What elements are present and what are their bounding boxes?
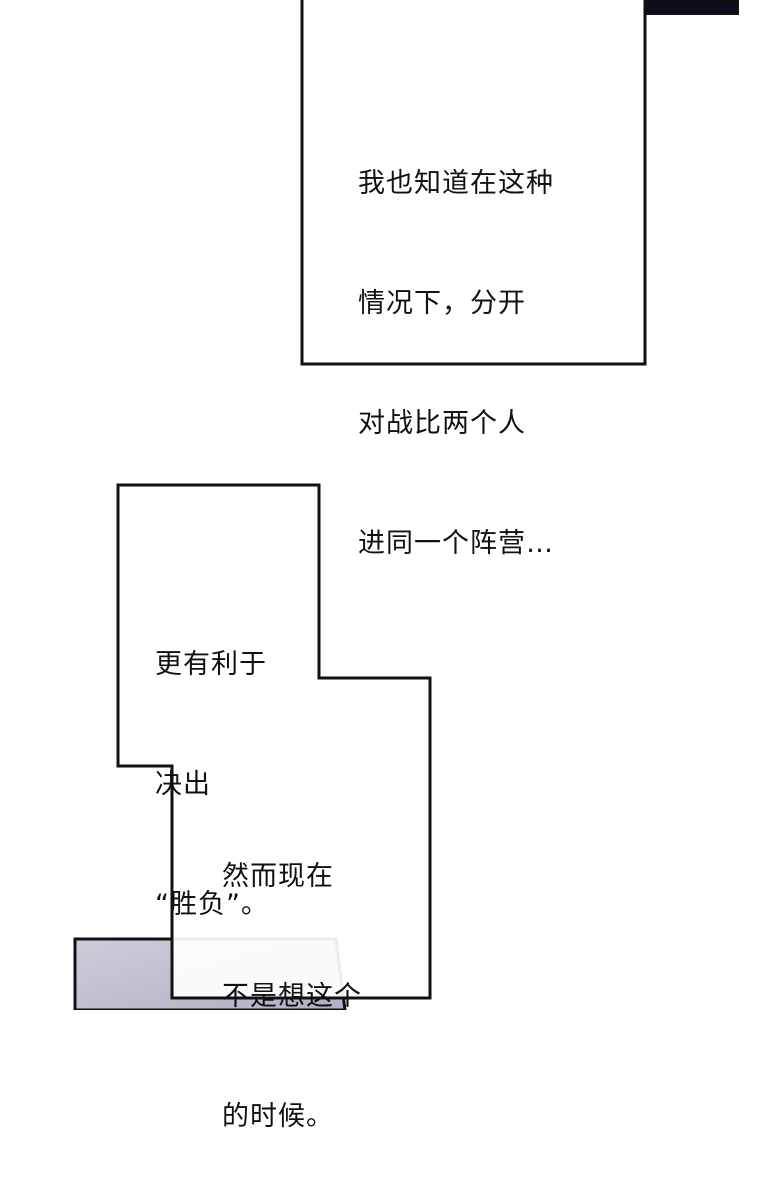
text-line: 进同一个阵营…	[358, 528, 554, 559]
speech-text-1: 我也知道在这种 情况下，分开 对战比两个人 进同一个阵营…	[358, 84, 554, 604]
panel-art-layer	[73, 0, 739, 1010]
text-line: 的时候。	[222, 1101, 334, 1132]
text-line: 对战比两个人	[358, 408, 526, 439]
text-line: 决出	[155, 769, 211, 800]
text-line: 情况下，分开	[358, 288, 526, 319]
top-dark-panel	[644, 0, 739, 15]
stepped-speech-box	[116, 483, 432, 1000]
text-line: 更有利于	[155, 649, 267, 680]
text-line: 不是想这个	[222, 981, 362, 1012]
top-speech-box	[300, 0, 647, 366]
speech-text-2: 更有利于 决出 “胜负”。	[155, 565, 269, 965]
text-line: “胜负”。	[155, 889, 269, 920]
speech-text-3: 然而现在 不是想这个 的时候。	[222, 777, 362, 1177]
text-line: 然而现在	[222, 861, 334, 892]
text-line: 我也知道在这种	[358, 168, 554, 199]
